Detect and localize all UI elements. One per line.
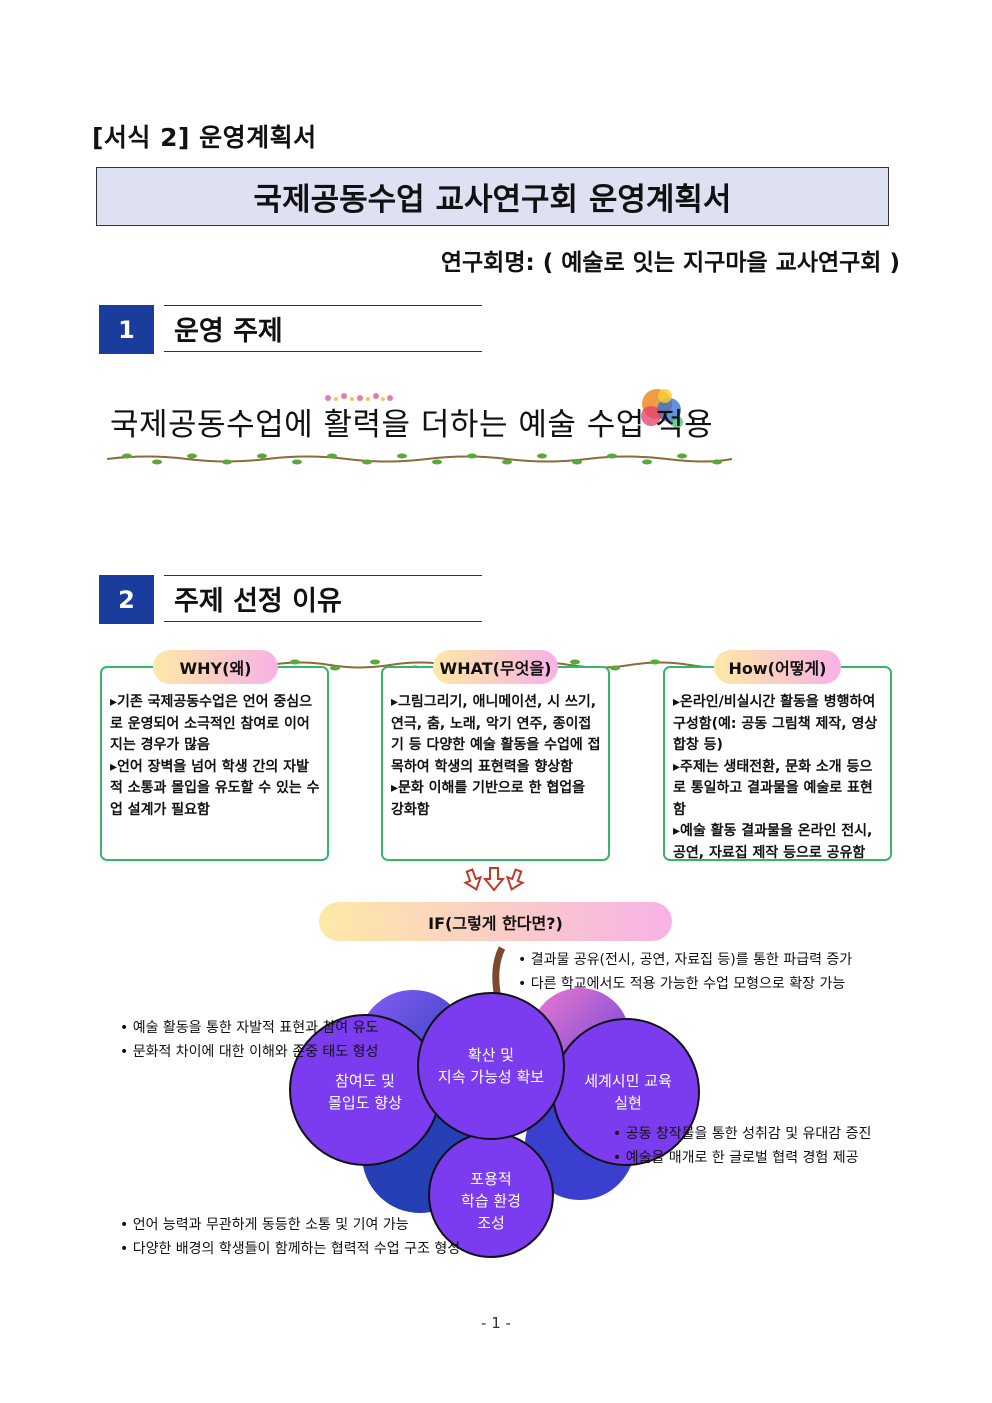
right-bullets: • 공동 창작물을 통한 성취감 및 유대감 증진 • 예술을 매개로 한 글로… [613,1126,872,1166]
why-line-1: ▸기존 국제공동수업은 언어 중심으로 운영되어 소극적인 참여로 이어지는 경… [110,694,312,753]
how-line-3: ▸예술 활동 결과물을 온라인 전시, 공연, 자료집 제작 등으로 공유함 [673,823,873,861]
if-label: IF(그렇게 한다면?) [319,902,672,941]
tree-diagram [289,946,700,1258]
paint-splash-icon [641,389,683,428]
what-line-2: ▸문화 이해를 기반으로 한 협업을 강화함 [391,780,585,818]
section-1-title: 운영 주제 [164,305,482,352]
bottom-bullets: • 언어 능력과 무관하게 동등한 소통 및 기여 가능 • 다양한 배경의 학… [120,1217,461,1257]
top-right-bullets: • 결과물 공유(전시, 공연, 자료집 등)를 통한 파급력 증가 • 다른 … [518,952,853,992]
how-label: How(어떻게) [714,650,841,684]
down-arrows-icon [463,867,525,892]
what-label: WHAT(무엇을) [433,650,558,684]
how-card: ▸온라인/비실시간 활동을 병행하여 구성함(예: 공동 그림책 제작, 영상합… [663,666,892,861]
section-2-title: 주제 선정 이유 [164,575,482,622]
left-bullets: • 예술 활동을 통한 자발적 표현과 참여 유도 • 문화적 차이에 대한 이… [120,1020,379,1060]
flower-decoration-icon [325,393,393,401]
section-1-number: 1 [99,305,154,354]
why-label: WHY(왜) [153,650,278,684]
what-card: ▸그림그리기, 애니메이션, 시 쓰기, 연극, 춤, 노래, 악기 연주, 종… [381,666,610,861]
why-line-2: ▸언어 장벽을 넘어 학생 간의 자발적 소통과 몰입을 유도할 수 있는 수업… [110,758,320,818]
how-line-1: ▸온라인/비실시간 활동을 병행하여 구성함(예: 공동 그림책 제작, 영상합… [673,694,878,753]
study-group-name: 연구회명: ( 예술로 잇는 지구마을 교사연구회 ) [440,250,900,276]
section-2-number: 2 [99,575,154,624]
what-line-1: ▸그림그리기, 애니메이션, 시 쓰기, 연극, 춤, 노래, 악기 연주, 종… [391,694,601,775]
form-label: [서식 2] 운영계획서 [92,123,317,152]
document-title: 국제공동수업 교사연구회 운영계획서 [96,167,889,226]
operation-theme: 국제공동수업에 활력을 더하는 예술 수업 적용 [110,407,714,443]
vine-divider-icon [107,453,732,465]
circle-spread [417,992,565,1140]
page-number: - 1 - [481,1314,511,1332]
tree-trunk [492,946,506,999]
how-line-2: ▸주제는 생태전환, 문화 소개 등으로 통일하고 결과물을 예술로 표현함 [673,758,873,818]
why-card: ▸기존 국제공동수업은 언어 중심으로 운영되어 소극적인 참여로 이어지는 경… [100,666,329,861]
